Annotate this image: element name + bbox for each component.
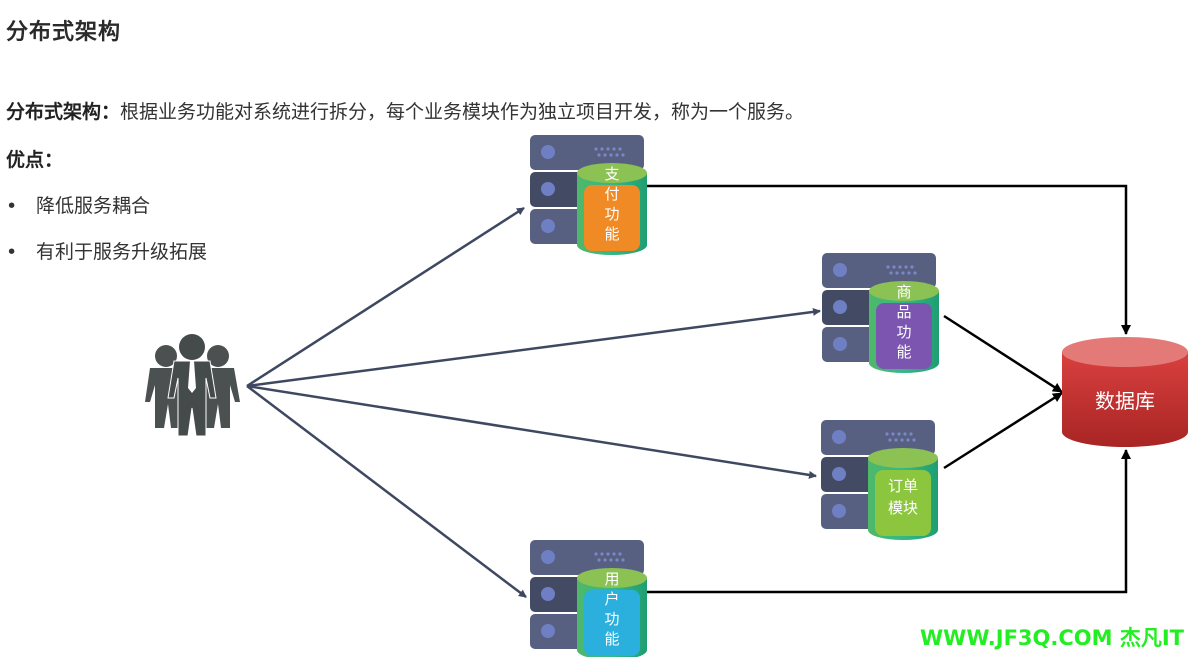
arrow-to-order (246, 384, 817, 479)
service-label: 能 (604, 630, 619, 648)
description-label: 分布式架构： (6, 101, 121, 123)
arrow-to-payment (246, 206, 525, 388)
service-label: 付 (604, 185, 619, 203)
database-cylinder: 数据库 (1062, 337, 1188, 447)
service-label: 订单 (888, 477, 918, 495)
arrow-product-to-db (943, 314, 1063, 394)
description: 分布式架构：根据业务功能对系统进行拆分，每个业务模块作为独立项目开发，称为一个服… (6, 97, 804, 124)
service-label: 商 (896, 283, 911, 301)
pros-item: •有利于服务升级拓展 (6, 241, 208, 263)
arrow-payment-to-db (647, 184, 1131, 335)
bullet-icon: • (6, 241, 18, 263)
users-group-icon (145, 334, 240, 437)
bullet-icon: • (6, 195, 18, 217)
page-title: 分布式架构 (6, 19, 122, 45)
service-label: 品 (896, 303, 911, 321)
service-label: 用 (604, 570, 619, 588)
arrow-user-to-db (647, 449, 1131, 594)
pros-item: •降低服务耦合 (6, 195, 151, 217)
description-text: 根据业务功能对系统进行拆分，每个业务模块作为独立项目开发，称为一个服务。 (120, 101, 805, 123)
service-label: 能 (896, 343, 911, 361)
pros-label: 优点： (6, 149, 64, 171)
service-label: 能 (604, 225, 619, 243)
db-arrows (647, 184, 1131, 594)
service-label: 功 (604, 610, 619, 628)
service-label: 模块 (888, 499, 918, 517)
database-label: 数据库 (1095, 389, 1155, 413)
service-label: 户 (604, 590, 619, 608)
client-arrows (246, 206, 821, 598)
arrow-to-user (246, 385, 527, 598)
arrow-order-to-db (943, 391, 1063, 470)
service-label: 支 (604, 165, 619, 183)
watermark: WWW.JF3Q.COM 杰凡IT (920, 626, 1184, 650)
service-label: 功 (896, 323, 911, 341)
arrow-to-product (246, 307, 821, 388)
service-label: 功 (604, 205, 619, 223)
